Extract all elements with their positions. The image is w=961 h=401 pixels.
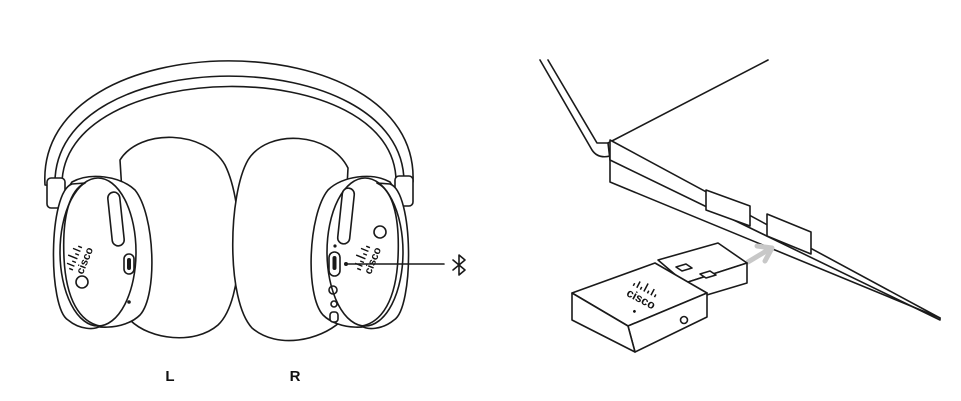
left-label: L [165,368,174,385]
laptop [539,59,941,321]
left-ear-cup: cisco [52,175,153,330]
bluetooth-icon [452,254,466,276]
usb-port-2 [766,213,812,255]
insert-arrow [745,243,775,265]
dongle-led [679,315,689,325]
laptop-lid [539,59,611,158]
right-label: R [290,368,301,385]
headset: cisco [44,60,466,385]
left-touch-slot [107,191,125,247]
headband [44,60,414,209]
right-ear-cup: cisco [310,175,410,330]
bluetooth-callout [344,254,466,276]
usb-dongle: cisco [571,242,748,353]
right-touch-slot [336,187,356,245]
usb-port-1 [705,189,751,227]
